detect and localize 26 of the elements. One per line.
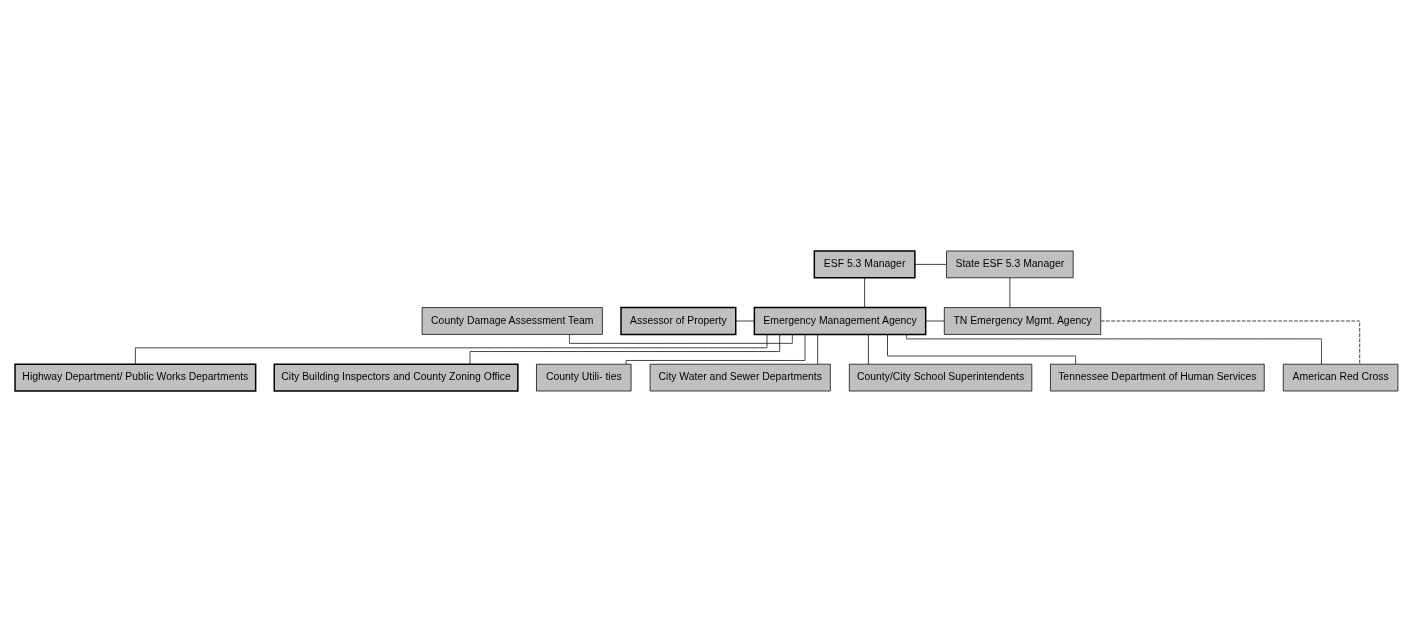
node-box: American Red Cross (1282, 363, 1399, 391)
connector (925, 320, 945, 321)
connector (914, 263, 947, 265)
node-box: TN Emergency Mgmt. Agency (943, 306, 1102, 335)
connector (569, 333, 793, 344)
connector (625, 333, 806, 364)
connector (906, 333, 1322, 364)
connector (469, 333, 781, 364)
node-box: Emergency Management Agency (753, 306, 927, 335)
connector (1009, 276, 1011, 308)
connector (868, 333, 869, 364)
node-box: ESF 5.3 Manager (813, 249, 916, 279)
node-box: State ESF 5.3 Manager (946, 250, 1074, 278)
node-box: City Water and Sewer Departments (649, 363, 831, 391)
node-box: County Damage Assessment Team (421, 306, 603, 335)
node-box: Highway Department/ Public Works Departments (14, 362, 257, 392)
node-box: Assessor of Property (620, 306, 737, 335)
connector (735, 320, 755, 321)
connector (887, 333, 1076, 364)
connector (864, 276, 865, 308)
node-box: City Building Inspectors and County Zoning Office (273, 362, 519, 392)
node-box: County Utili- ties (536, 363, 632, 391)
node-box: County/City School Superintendents (848, 363, 1033, 391)
connector (1100, 320, 1361, 365)
node-box: Tennessee Department of Human Services (1050, 363, 1265, 391)
connector (817, 333, 819, 364)
